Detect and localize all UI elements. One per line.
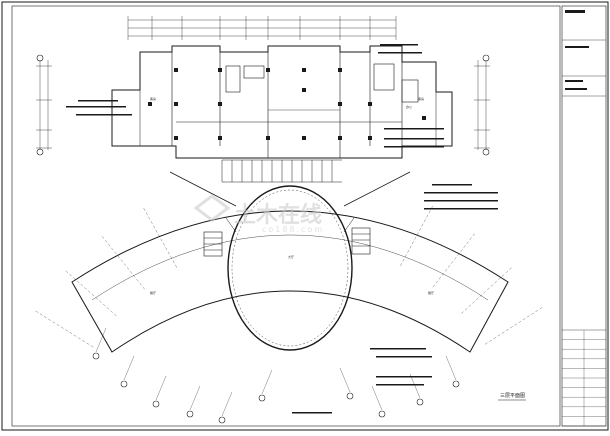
column	[422, 116, 426, 120]
axis-bubble	[186, 410, 194, 418]
watermark-brand-en: co188.com	[262, 225, 324, 234]
axis-bubble	[120, 380, 128, 388]
room-label: 餐厅	[428, 290, 434, 295]
column	[302, 136, 306, 140]
radial-gridline	[35, 310, 94, 348]
axis-bubble	[482, 54, 490, 62]
right-stair	[351, 227, 371, 255]
column	[148, 102, 152, 106]
axis-bubble	[378, 410, 386, 418]
bottom-axis-markers	[36, 54, 490, 424]
wing-radial-gridlines	[35, 206, 543, 348]
column	[174, 136, 178, 140]
column	[302, 68, 306, 72]
drawing-title: 三层平面图	[500, 393, 525, 399]
drawing-frame	[11, 5, 561, 427]
room-label: 客房	[150, 96, 156, 101]
top-dimension-chain	[127, 16, 397, 40]
column	[218, 136, 222, 140]
axis-bubble	[452, 380, 460, 388]
room-label: 餐厅	[150, 290, 156, 295]
radial-gridline	[400, 206, 433, 266]
radial-gridline	[484, 307, 543, 345]
axis-bubble	[346, 392, 354, 400]
axis-bubble	[36, 148, 44, 156]
axis-bubble	[416, 398, 424, 406]
radial-gridline	[101, 236, 145, 290]
column	[218, 102, 222, 106]
axis-bubble	[152, 400, 160, 408]
radial-gridline	[432, 233, 475, 288]
title-block	[561, 5, 607, 427]
main-stair-treads	[221, 159, 342, 183]
left-stair	[203, 231, 223, 257]
main-building-block	[111, 45, 453, 159]
column	[266, 136, 270, 140]
column	[338, 136, 342, 140]
room-label: 大厅	[288, 254, 294, 259]
axis-bubble	[482, 148, 490, 156]
radial-gridline	[65, 270, 117, 317]
radial-gridline	[143, 208, 177, 268]
room-label: 办公	[406, 104, 412, 109]
annotation-blocks	[66, 44, 498, 414]
column	[338, 102, 342, 106]
left-dimension-chain	[36, 60, 52, 150]
watermark-brand-cn: 土木在线	[234, 202, 322, 228]
room-labels: 客房 客房 大厅 餐厅 餐厅 办公	[150, 96, 434, 295]
column	[368, 136, 372, 140]
axis-bubble	[36, 54, 44, 62]
room-label: 客房	[418, 96, 424, 101]
axis-bubble	[258, 394, 266, 402]
column	[368, 102, 372, 106]
column	[266, 68, 270, 72]
structural-columns	[148, 68, 426, 140]
column	[174, 102, 178, 106]
axis-bubble	[218, 416, 226, 424]
axis-bubble	[92, 352, 100, 360]
column	[338, 68, 342, 72]
rotunda-hall	[227, 185, 353, 351]
entrance-diagonals	[169, 171, 411, 207]
column	[218, 68, 222, 72]
right-dimension-chain	[474, 60, 490, 150]
watermark: 土木在线 co188.com	[193, 194, 324, 234]
column	[302, 88, 306, 92]
column	[174, 68, 178, 72]
radial-gridline	[461, 267, 512, 314]
